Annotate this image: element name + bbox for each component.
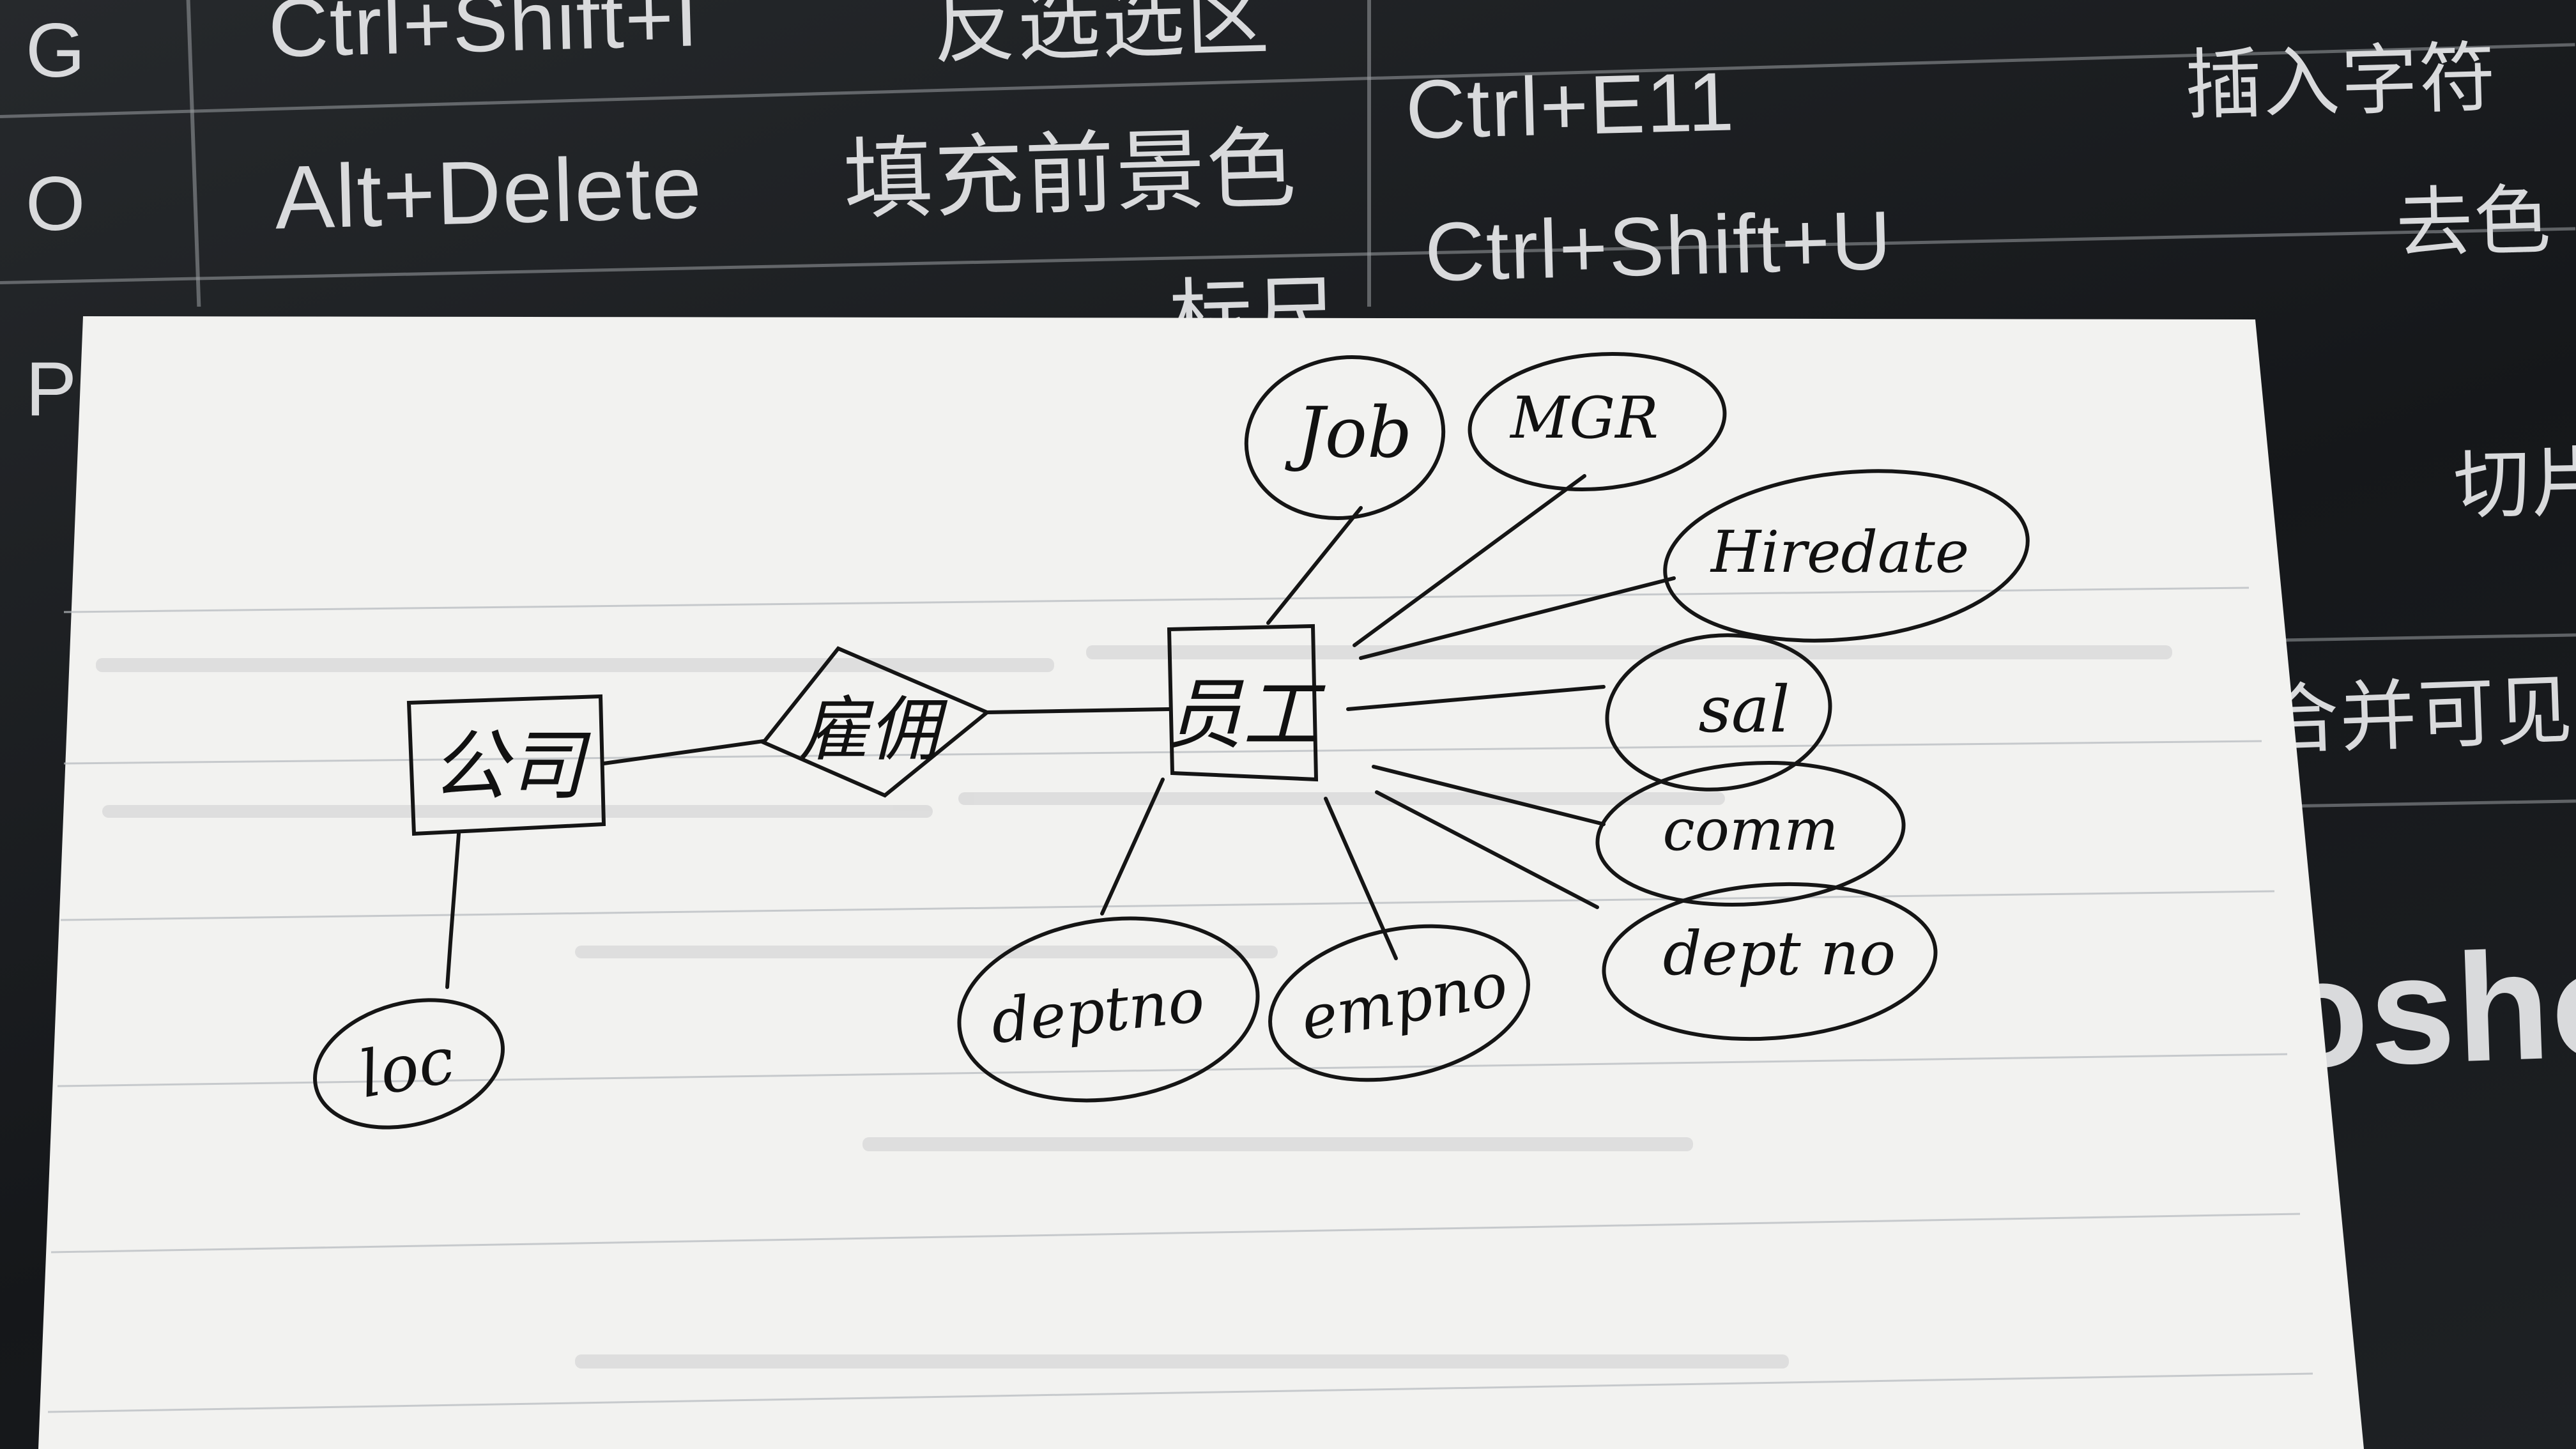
mat-brand-text: osho — [2271, 916, 2576, 1101]
mat-shortcut-keys: Ctrl+E11 — [1404, 54, 1736, 157]
mat-divider — [186, 0, 201, 307]
mat-shortcut-action: 合并可见图 — [2260, 663, 2576, 766]
mat-shortcut-action: 去色 — [2395, 176, 2554, 270]
mat-shortcut-action: 标尺 — [1168, 265, 1340, 367]
mat-row-key: G — [26, 8, 87, 93]
mat-row-key: P — [26, 346, 79, 432]
mat-row-key: O — [26, 161, 87, 247]
mat-shortcut-action: 插入字符 — [2184, 33, 2499, 131]
mat-shortcut-keys: Ctrl+Shift+I — [267, 0, 701, 75]
mat-shortcut-keys: Alt+Delete — [273, 136, 704, 248]
mat-divider — [2261, 799, 2576, 808]
mat-shortcut-action: 切片 — [2453, 438, 2576, 531]
mat-divider — [1367, 0, 1371, 307]
mat-shortcut-keys: Ctrl+Shift+U — [1423, 193, 1894, 299]
mat-shortcut-action: 填充前景色 — [842, 116, 1299, 233]
mat-shortcut-action: 反选选区 — [931, 0, 1272, 75]
mat-divider — [2261, 633, 2576, 642]
